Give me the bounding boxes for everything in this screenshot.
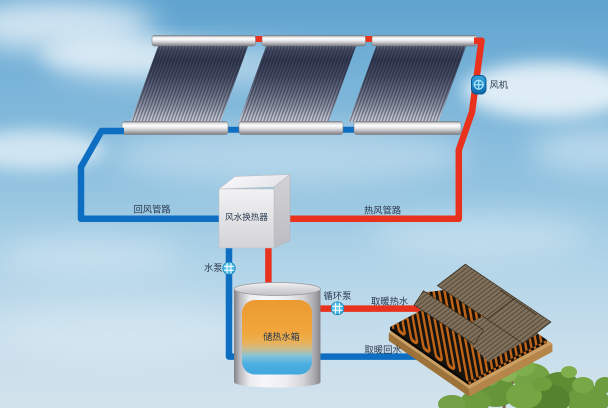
svg-text:风水换热器: 风水换热器 <box>225 211 268 222</box>
svg-text:储热水箱: 储热水箱 <box>263 331 300 342</box>
svg-text:取暖热水: 取暖热水 <box>371 295 409 306</box>
svg-text:风机: 风机 <box>490 79 509 90</box>
svg-text:循环泵: 循环泵 <box>324 290 352 301</box>
svg-text:热风管路: 热风管路 <box>364 205 402 216</box>
svg-text:回风管路: 回风管路 <box>134 204 172 215</box>
svg-text:水泵: 水泵 <box>204 262 223 273</box>
svg-text:取暖回水: 取暖回水 <box>365 344 403 355</box>
